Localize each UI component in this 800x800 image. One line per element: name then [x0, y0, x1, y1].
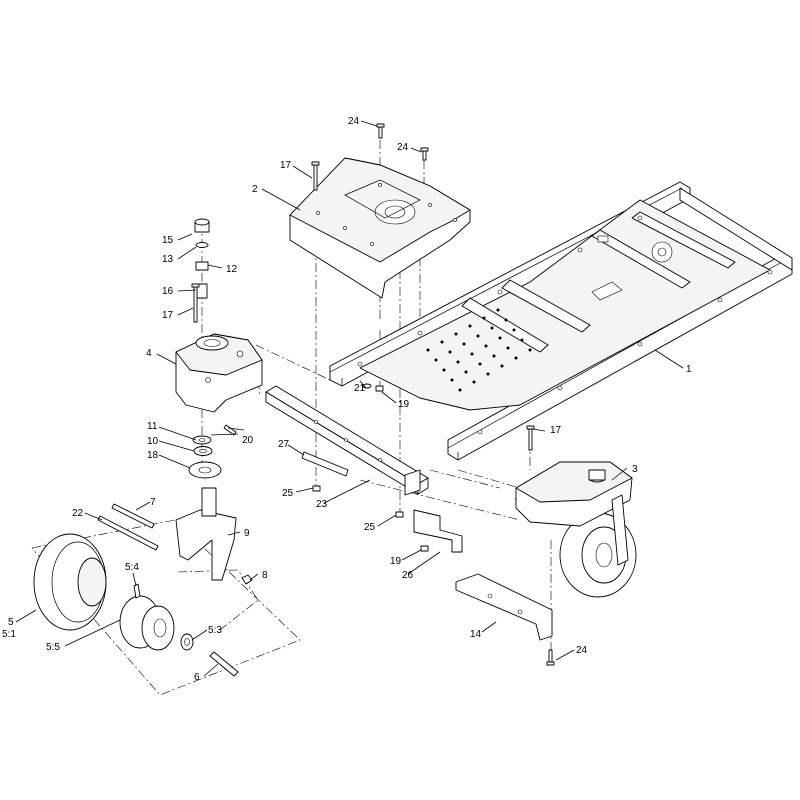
- left-front-wheel: [33, 533, 107, 631]
- callout-20: 20: [242, 435, 254, 446]
- bolt-17-plate: [311, 161, 320, 191]
- valve-stem: [133, 583, 141, 599]
- callout-1: 1: [686, 364, 692, 375]
- nut-19-lower: [420, 545, 429, 552]
- main-frame: [329, 181, 793, 461]
- wheel-bearing: [180, 633, 194, 651]
- callout-5-1: 5:1: [2, 629, 16, 640]
- callout-5-5: 5:5: [46, 642, 60, 653]
- callout-6: 6: [194, 672, 200, 683]
- callout-3: 3: [632, 464, 638, 475]
- callout-7: 7: [150, 497, 156, 508]
- callout-4: 4: [146, 348, 152, 359]
- callout-8: 8: [262, 570, 268, 581]
- pin-7: [111, 503, 155, 529]
- bolt-17-left: [191, 283, 200, 323]
- callout-10: 10: [147, 436, 159, 447]
- wheel-rim: [119, 595, 175, 651]
- wheel-axle-bolt: [209, 651, 239, 677]
- callout-5-3: 5:3: [208, 625, 222, 636]
- cap-nut: [195, 261, 209, 271]
- foot-plate: [289, 157, 471, 299]
- callout-17a: 17: [280, 160, 292, 171]
- bolt-20: [223, 424, 237, 436]
- callout-16: 16: [162, 286, 174, 297]
- left-caster-mount: [175, 333, 263, 413]
- bracket-26: [413, 509, 463, 553]
- callout-17c: 17: [550, 425, 562, 436]
- callout-19b: 19: [390, 556, 402, 567]
- callout-27: 27: [278, 439, 290, 450]
- callout-13: 13: [162, 254, 174, 265]
- bolt-17-right: [526, 425, 535, 451]
- callout-12: 12: [226, 264, 238, 275]
- leader-lines: [15, 120, 684, 677]
- callout-labels: 1 2 3 4 5 5:1 5:3 5:4 5:5 6 7 8 9 10 11 …: [2, 116, 692, 683]
- bolt-24-second: [420, 147, 429, 161]
- callout-18: 18: [147, 450, 159, 461]
- callout-24b: 24: [397, 142, 409, 153]
- callout-24a: 24: [348, 116, 360, 127]
- caster-sprocket: [188, 461, 222, 479]
- callout-23: 23: [316, 499, 328, 510]
- nut-8: [241, 574, 253, 585]
- callout-26: 26: [402, 570, 414, 581]
- nut-19-upper: [375, 385, 384, 392]
- callout-25b: 25: [364, 522, 376, 533]
- callout-5: 5: [8, 617, 14, 628]
- plate-14: [455, 573, 553, 641]
- callout-25a: 25: [282, 488, 294, 499]
- callout-2: 2: [252, 184, 258, 195]
- bolt-24-top: [376, 123, 385, 139]
- dust-cap: [194, 218, 210, 233]
- callout-5-4: 5:4: [125, 562, 139, 573]
- bolt-24-bottom: [546, 649, 555, 666]
- callout-15: 15: [162, 235, 174, 246]
- callout-11: 11: [147, 421, 158, 432]
- callout-21: 21: [354, 383, 366, 394]
- callout-24c: 24: [576, 645, 588, 656]
- right-caster-assembly: [515, 461, 637, 598]
- nut-25-left: [312, 485, 321, 492]
- callout-22: 22: [72, 508, 84, 519]
- callout-17b: 17: [162, 310, 174, 321]
- pin-22: [97, 515, 159, 551]
- bearing-washer: [193, 446, 213, 456]
- nut-25-right: [395, 511, 404, 518]
- front-axle-beam: [265, 385, 429, 496]
- bearing: [192, 435, 212, 445]
- callout-19a: 19: [398, 399, 410, 410]
- cap-washer: [195, 242, 209, 248]
- callout-14: 14: [470, 629, 482, 640]
- frame-perforations: [426, 308, 532, 392]
- caster-fork: [175, 487, 237, 581]
- callout-9: 9: [244, 528, 250, 539]
- bracket-27: [301, 451, 349, 477]
